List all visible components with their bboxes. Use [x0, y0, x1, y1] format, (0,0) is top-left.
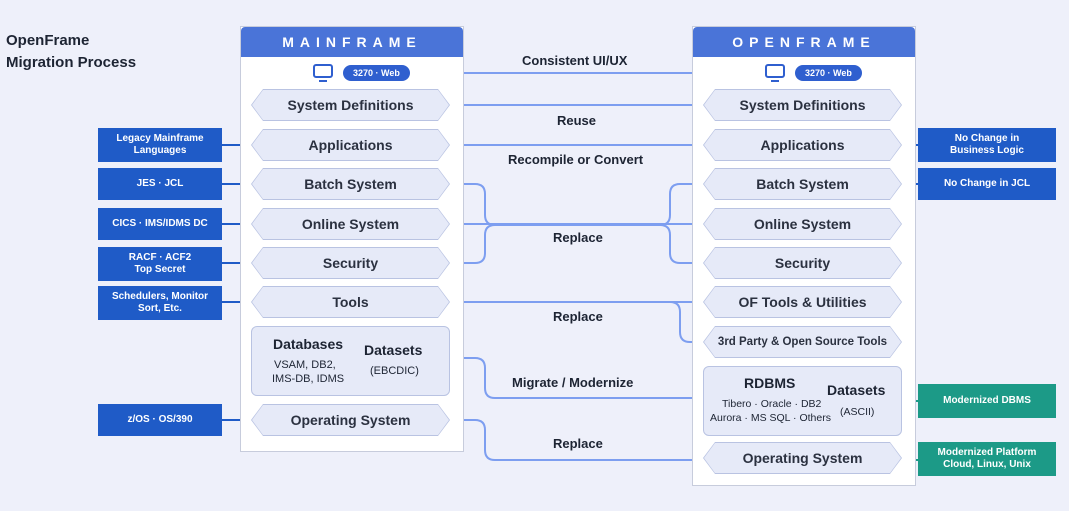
openframe-operating-system: Operating System [703, 442, 902, 474]
mainframe-web-pill: 3270 · Web [343, 65, 410, 81]
openframe-third-party-tools: 3rd Party & Open Source Tools [703, 326, 902, 358]
mainframe-databases-box: Databases VSAM, DB2, IMS-DB, IDMS Datase… [251, 326, 450, 396]
openframe-db-sub1: Tibero · Oracle · DB2 [722, 398, 822, 410]
label-replace-os: Replace [553, 436, 603, 451]
title-line-2: Migration Process [6, 54, 137, 71]
openframe-system-definitions: System Definitions [703, 89, 902, 121]
title-line-1: OpenFrame [6, 32, 90, 49]
tag-schedulers: Schedulers, Monitor Sort, Etc. [98, 286, 222, 320]
openframe-header: OPENFRAME [693, 27, 915, 57]
tag-no-change-business-logic: No Change in Business Logic [918, 128, 1056, 162]
label-replace-systems: Replace [553, 230, 603, 245]
mainframe-applications: Applications [251, 129, 450, 161]
mainframe-online-system: Online System [251, 208, 450, 240]
page-title: OpenFrame Migration Process [6, 30, 136, 74]
openframe-batch-system: Batch System [703, 168, 902, 200]
mainframe-header: MAINFRAME [241, 27, 463, 57]
monitor-icon [765, 64, 785, 82]
label-replace-tools: Replace [553, 309, 603, 324]
openframe-online-system: Online System [703, 208, 902, 240]
label-recompile: Recompile or Convert [508, 152, 644, 167]
openframe-web-pill: 3270 · Web [795, 65, 862, 81]
mainframe-datasets: Datasets [364, 342, 423, 358]
openframe-db-sub2: Aurora · MS SQL · Others [710, 412, 831, 424]
mainframe-security: Security [251, 247, 450, 279]
mainframe-db-sub2: IMS-DB, IDMS [272, 373, 345, 385]
tag-modernized-platform: Modernized Platform Cloud, Linux, Unix [918, 442, 1056, 476]
mainframe-db-sub1: VSAM, DB2, [274, 359, 336, 371]
mainframe-datasets-encoding: (EBCDIC) [370, 365, 419, 377]
tag-racf-acf2: RACF · ACF2 Top Secret [98, 247, 222, 281]
mainframe-operating-system: Operating System [251, 404, 450, 436]
openframe-datasets: Datasets [827, 382, 886, 398]
tag-cics-ims: CICS · IMS/IDMS DC [98, 208, 222, 240]
openframe-applications: Applications [703, 129, 902, 161]
openframe-security: Security [703, 247, 902, 279]
openframe-web-access: 3270 · Web [765, 64, 862, 82]
monitor-icon [313, 64, 333, 82]
tag-modernized-dbms: Modernized DBMS [918, 384, 1056, 418]
openframe-of-tools: OF Tools & Utilities [703, 286, 902, 318]
label-migrate: Migrate / Modernize [512, 375, 634, 390]
mainframe-batch-system: Batch System [251, 168, 450, 200]
openframe-datasets-encoding: (ASCII) [840, 406, 875, 418]
tag-zos: z/OS · OS/390 [98, 404, 222, 436]
label-consistent-ui: Consistent UI/UX [522, 53, 628, 68]
tag-no-change-jcl: No Change in JCL [918, 168, 1056, 200]
tag-jes-jcl: JES · JCL [98, 168, 222, 200]
openframe-db-title: RDBMS [744, 375, 796, 391]
mainframe-web-access: 3270 · Web [313, 64, 410, 82]
openframe-rdbms-box: RDBMS Tibero · Oracle · DB2 Aurora · MS … [703, 366, 902, 436]
mainframe-system-definitions: System Definitions [251, 89, 450, 121]
mainframe-db-title: Databases [273, 336, 344, 352]
label-reuse: Reuse [557, 113, 597, 128]
tag-legacy-languages: Legacy Mainframe Languages [98, 128, 222, 162]
mainframe-tools: Tools [251, 286, 450, 318]
